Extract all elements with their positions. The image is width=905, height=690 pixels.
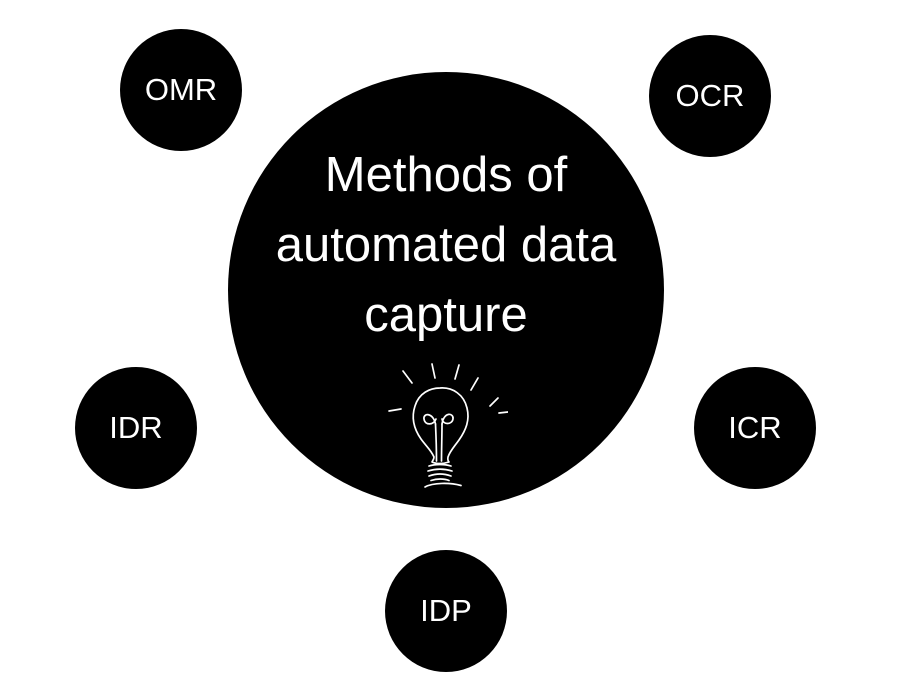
node-icr: ICR [694, 367, 816, 489]
node-idp-label: IDP [420, 593, 472, 628]
lightbulb-icon [388, 362, 508, 492]
node-ocr: OCR [649, 35, 771, 157]
node-idr: IDR [75, 367, 197, 489]
node-omr-label: OMR [144, 72, 218, 107]
node-ocr-label: OCR [675, 78, 745, 113]
central-topic-circle: Methods of automated data capture [228, 72, 664, 508]
node-idr-label: IDR [109, 410, 163, 445]
central-topic-title: Methods of automated data capture [275, 148, 617, 342]
node-idp: IDP [385, 550, 507, 672]
node-omr: OMR [120, 29, 242, 151]
node-icr-label: ICR [728, 410, 782, 445]
